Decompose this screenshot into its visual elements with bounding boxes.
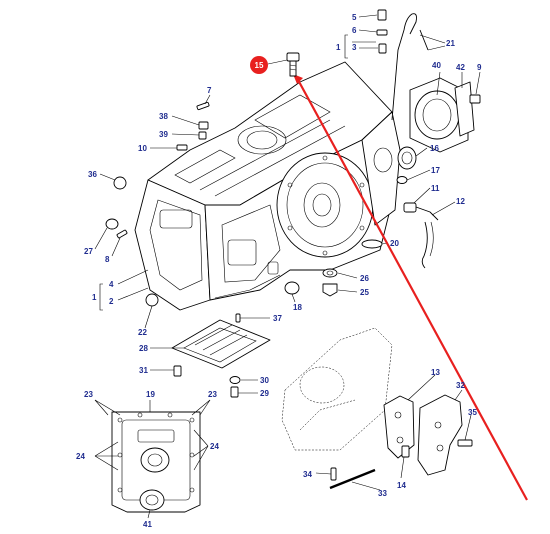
- washer-30: [229, 376, 241, 384]
- housing-bottom-view: [111, 411, 201, 513]
- dipstick-parts: [344, 9, 446, 121]
- callout-29: 29: [260, 389, 269, 398]
- callout-17: 17: [431, 166, 440, 175]
- callout-5: 5: [352, 13, 357, 22]
- callout-10: 10: [138, 144, 147, 153]
- callout-32: 32: [456, 381, 465, 390]
- callout-38: 38: [159, 112, 168, 121]
- callout-35: 35: [468, 408, 477, 417]
- callout-25: 25: [360, 288, 369, 297]
- callout-23-left: 23: [84, 390, 93, 399]
- callout-36: 36: [88, 170, 97, 179]
- callout-21: 21: [446, 39, 455, 48]
- o-ring-20: [361, 239, 383, 249]
- callout-39: 39: [159, 130, 168, 139]
- highlight-arrow: [293, 74, 303, 84]
- callout-3: 3: [352, 43, 357, 52]
- lift-bracket: [383, 395, 415, 459]
- callout-31: 31: [139, 366, 148, 375]
- bolt-15: [286, 52, 300, 77]
- callout-labels: 5 6 1 3 21 40 42 9 16 17 11 12 20 26 25 …: [76, 13, 482, 529]
- callout-12: 12: [456, 197, 465, 206]
- callout-27: 27: [84, 247, 93, 256]
- callout-19: 19: [146, 390, 155, 399]
- callout-40: 40: [432, 61, 441, 70]
- callout-41: 41: [143, 520, 152, 529]
- rear-housing-ghost: [281, 327, 393, 451]
- callout-24-left: 24: [76, 452, 85, 461]
- bolt-29: [230, 386, 239, 398]
- callout-15-highlighted: 15: [250, 56, 268, 74]
- callout-6: 6: [352, 26, 357, 35]
- drain-plug: [322, 268, 338, 297]
- callout-30: 30: [260, 376, 269, 385]
- callout-15: 15: [255, 61, 264, 70]
- callout-1-upper: 1: [336, 43, 341, 52]
- callout-4: 4: [109, 280, 114, 289]
- callout-33: 33: [378, 489, 387, 498]
- callout-1: 1: [92, 293, 97, 302]
- callout-8: 8: [105, 255, 110, 264]
- callout-22: 22: [138, 328, 147, 337]
- bolt-31: [173, 365, 182, 377]
- breather-hose: [403, 202, 439, 269]
- callout-14: 14: [397, 481, 406, 490]
- callout-9: 9: [477, 63, 482, 72]
- leader-15: [267, 59, 288, 65]
- callout-37: 37: [273, 314, 282, 323]
- callout-42: 42: [456, 63, 465, 72]
- pto-cover: [396, 77, 481, 184]
- rod-33: [329, 467, 376, 490]
- callout-34: 34: [303, 470, 312, 479]
- callout-11: 11: [431, 184, 440, 193]
- callout-28: 28: [139, 344, 148, 353]
- callout-7: 7: [207, 86, 212, 95]
- callout-24-right: 24: [210, 442, 219, 451]
- callout-2: 2: [109, 297, 114, 306]
- o-ring-18: [284, 281, 300, 295]
- callout-20: 20: [390, 239, 399, 248]
- callout-13: 13: [431, 368, 440, 377]
- gasket-28: [171, 319, 271, 369]
- callout-26: 26: [360, 274, 369, 283]
- left-small-parts: [105, 101, 241, 323]
- callout-18: 18: [293, 303, 302, 312]
- transmission-housing: [134, 61, 401, 311]
- callout-23-right: 23: [208, 390, 217, 399]
- lift-arm-32: [417, 394, 473, 476]
- leader-lines: [94, 14, 481, 519]
- callout-16: 16: [430, 144, 439, 153]
- highlight-leader: [296, 77, 528, 501]
